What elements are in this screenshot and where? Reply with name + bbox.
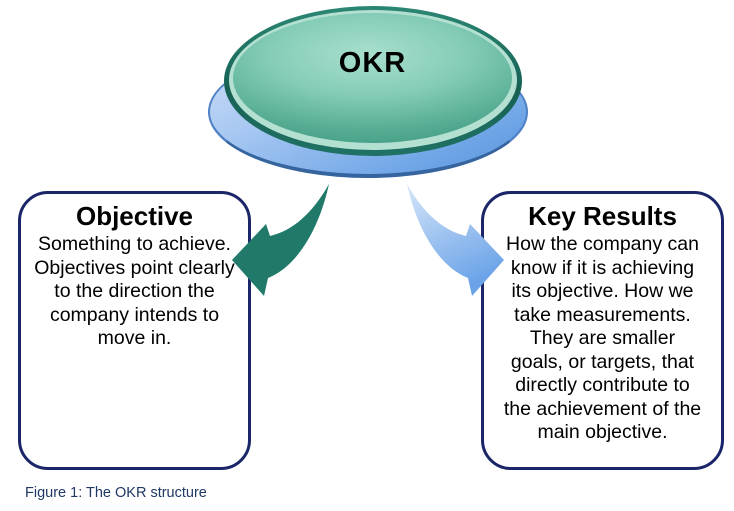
objective-title: Objective (75, 201, 194, 231)
right-curved-arrow-shape (407, 184, 504, 296)
okr-hub: OKR (206, 6, 530, 182)
right-curved-arrow-icon (407, 184, 504, 296)
figure-caption: Figure 1: The OKR structure (25, 485, 207, 501)
left-curved-arrow-icon (232, 184, 329, 296)
key-results-box: Key Results How the company can know if … (481, 191, 724, 470)
objective-box: Objective Something to achieve. Objectiv… (18, 191, 251, 470)
hub-face: OKR (233, 13, 512, 143)
key-results-body: How the company can know if it is achiev… (503, 233, 702, 443)
hub-top-ellipse: OKR (224, 6, 522, 156)
key-results-title: Key Results (528, 201, 677, 231)
hub-label: OKR (338, 46, 407, 79)
left-curved-arrow-shape (232, 184, 329, 296)
objective-body: Something to achieve. Objectives point c… (34, 233, 235, 349)
